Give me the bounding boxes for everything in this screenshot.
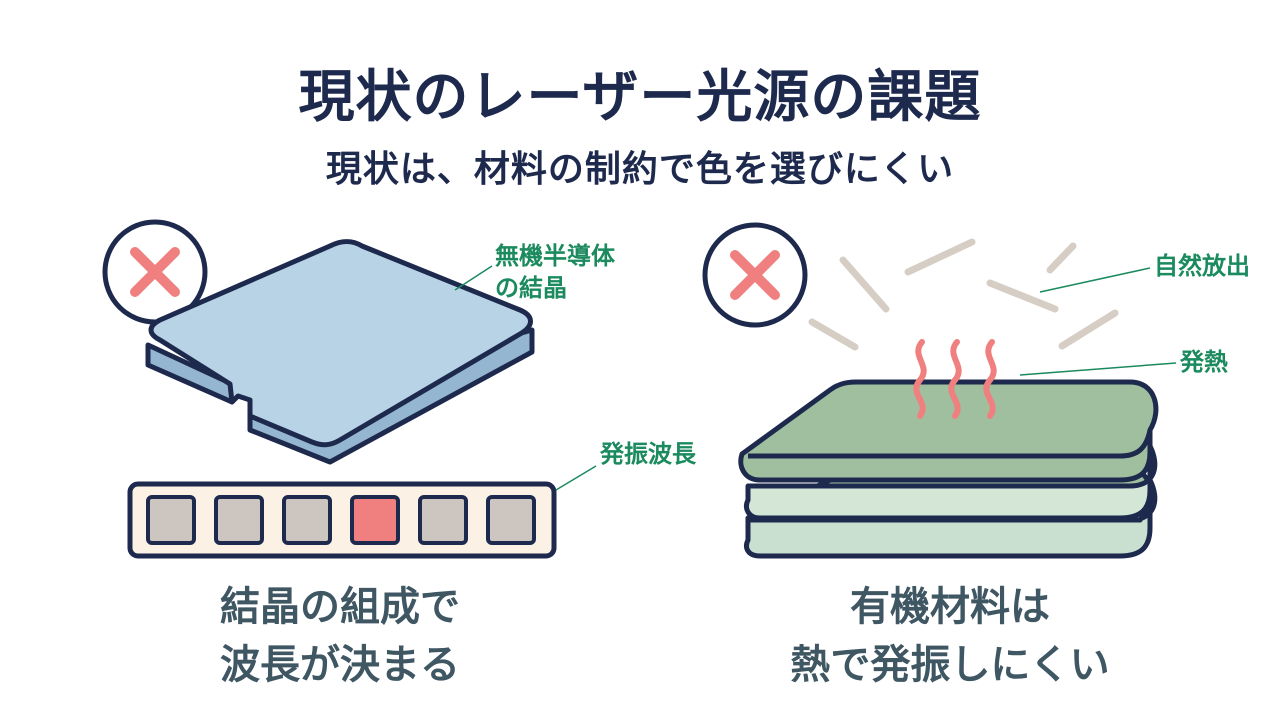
cross-icon: [702, 222, 808, 328]
wavelength-cell: [418, 495, 468, 545]
heat-leader-line: [1019, 362, 1177, 376]
crystal-label-line2: の結晶: [495, 274, 567, 303]
crystal-label-line1: 無機半導体: [495, 242, 615, 270]
wavelength-cell: [146, 495, 196, 545]
left-caption-line1: 結晶の組成で: [220, 584, 460, 630]
crystal-slab-icon: [145, 239, 535, 465]
page-title: 現状のレーザー光源の課題: [298, 65, 982, 130]
wavelength-label: 発振波長: [600, 440, 696, 468]
emission-leader-line: [1039, 267, 1151, 293]
right-caption-line1: 有機材料は: [850, 584, 1050, 630]
emission-label: 自然放出: [1154, 252, 1250, 280]
wavelength-cell: [214, 495, 264, 545]
wavelength-cell-selected: [350, 495, 400, 545]
organic-layers-icon: [738, 379, 1159, 559]
left-caption: 結晶の組成で 波長が決まる: [170, 578, 510, 694]
wavelength-cell: [486, 495, 536, 545]
right-caption-line2: 熱で発振しにくい: [790, 642, 1110, 688]
left-caption-line2: 波長が決まる: [220, 642, 460, 688]
wavelength-cell: [282, 495, 332, 545]
crystal-leader-line: [454, 265, 493, 291]
right-caption: 有機材料は 熱で発振しにくい: [760, 578, 1140, 694]
page-subtitle: 現状は、材料の制約で色を選びにくい: [325, 149, 955, 190]
emission-rays-icon: [808, 238, 1119, 351]
wavelength-leader-line: [555, 465, 597, 491]
heat-icon: [913, 339, 997, 419]
crystal-label: 無機半導体 の結晶: [495, 240, 615, 305]
heat-label: 発熱: [1180, 348, 1228, 376]
wavelength-strip: [127, 481, 557, 559]
